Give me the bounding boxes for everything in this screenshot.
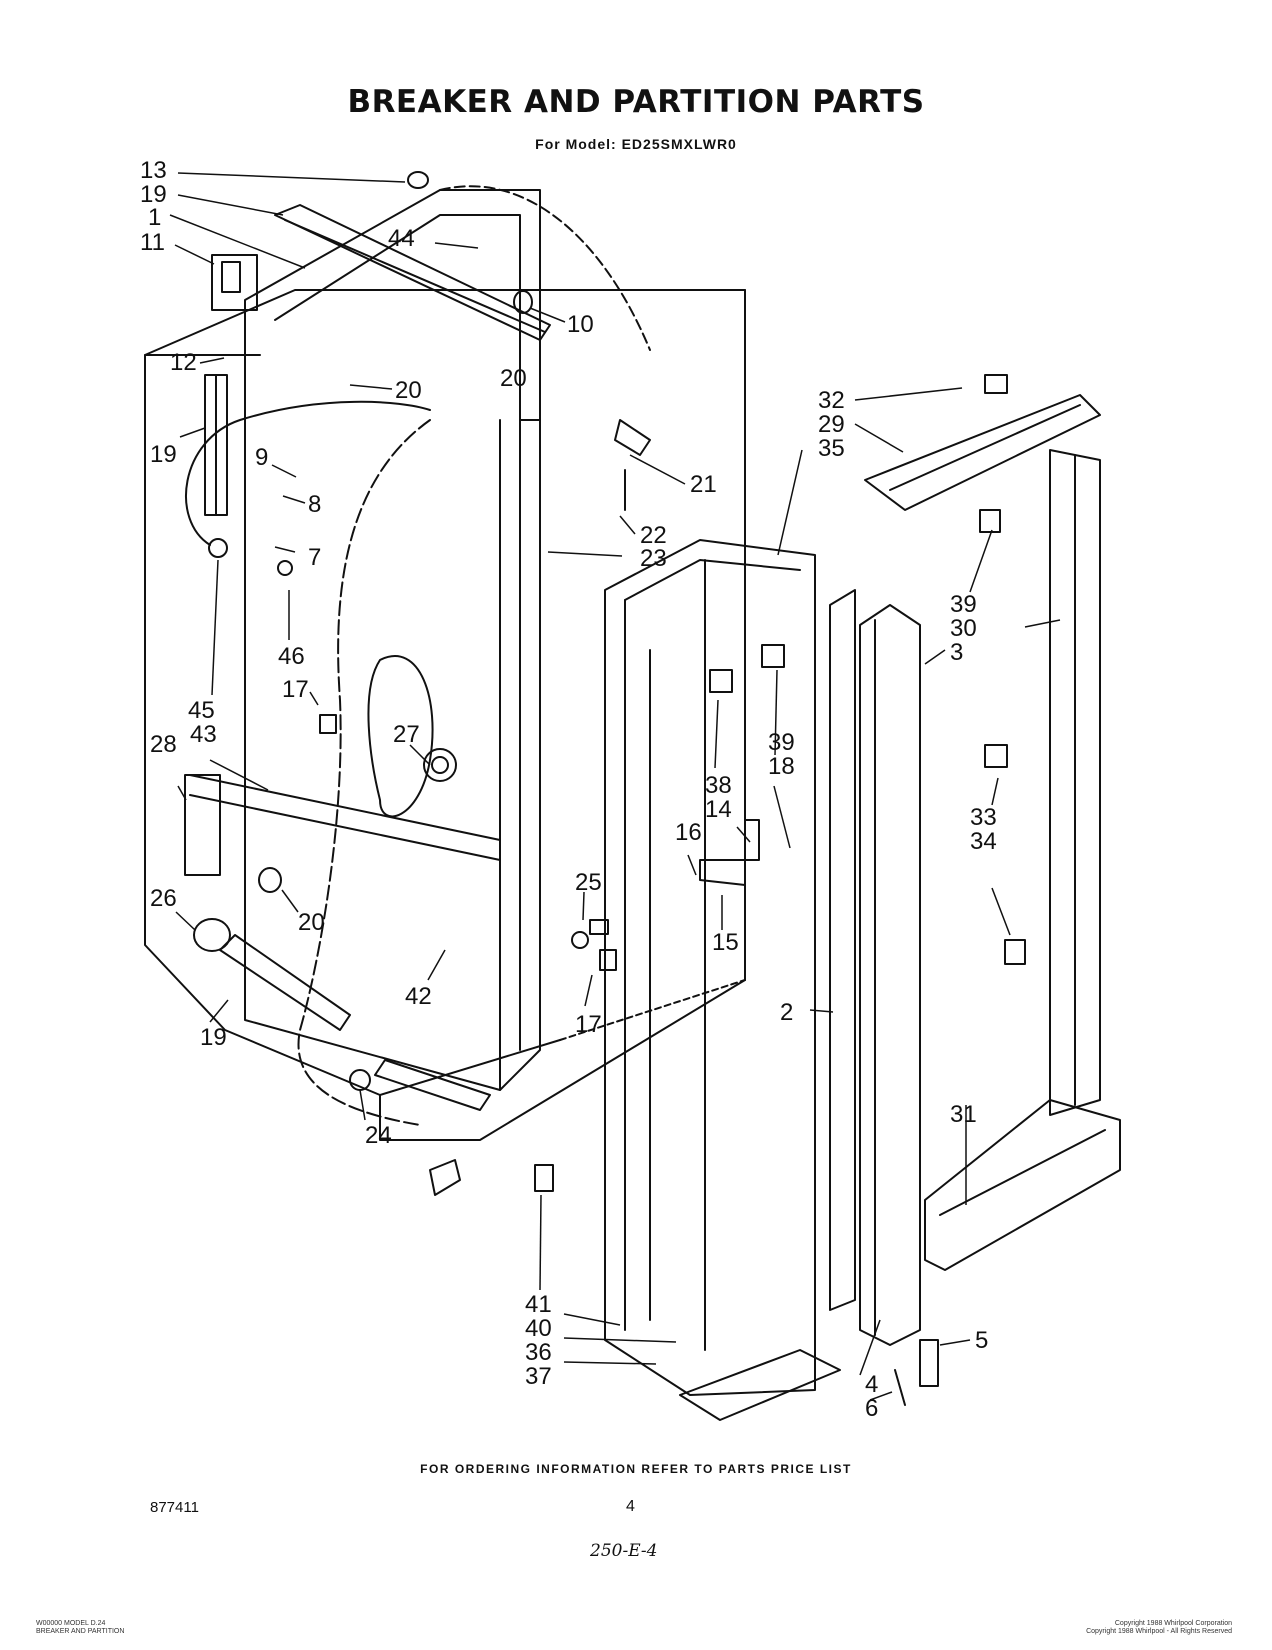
page-number: 4 bbox=[626, 1498, 635, 1515]
callout-8: 8 bbox=[308, 491, 321, 518]
callout-43: 43 bbox=[190, 721, 217, 748]
callout-46: 46 bbox=[278, 643, 305, 670]
callout-19-left: 19 bbox=[150, 441, 177, 468]
callout-28: 28 bbox=[150, 731, 177, 758]
callout-42: 42 bbox=[405, 983, 432, 1010]
callout-29: 29 bbox=[818, 411, 845, 438]
callout-7: 7 bbox=[308, 544, 321, 571]
callout-14: 14 bbox=[705, 796, 732, 823]
mullion-divider bbox=[829, 589, 921, 1346]
callout-1: 1 bbox=[148, 204, 161, 231]
callout-18: 18 bbox=[768, 753, 795, 780]
callout-40: 40 bbox=[525, 1315, 552, 1342]
callout-26: 26 bbox=[150, 885, 177, 912]
callout-16: 16 bbox=[675, 819, 702, 846]
callout-20-b: 20 bbox=[500, 365, 527, 392]
small-left-line-2: BREAKER AND PARTITION bbox=[36, 1628, 125, 1635]
handwritten-note: 250-E-4 bbox=[590, 1541, 658, 1561]
top-trim-strip bbox=[274, 204, 551, 341]
callout-19-top: 19 bbox=[140, 181, 167, 208]
callout-23: 23 bbox=[640, 545, 667, 572]
callout-15: 15 bbox=[712, 929, 739, 956]
wiring-harness bbox=[185, 185, 651, 1126]
callout-20-a: 20 bbox=[395, 377, 422, 404]
callout-labels: 13 19 1 11 44 10 12 20 20 19 9 8 7 46 17… bbox=[140, 157, 997, 1422]
callout-31: 31 bbox=[950, 1101, 977, 1128]
cabinet-outline bbox=[144, 289, 746, 1141]
callout-39-mid: 39 bbox=[768, 729, 795, 756]
model-subtitle: For Model: ED25SMXLWR0 bbox=[535, 136, 737, 152]
callout-41: 41 bbox=[525, 1291, 552, 1318]
page-title: BREAKER AND PARTITION PARTS bbox=[347, 84, 925, 120]
callout-33: 33 bbox=[970, 804, 997, 831]
callout-4: 4 bbox=[865, 1371, 878, 1398]
callout-34: 34 bbox=[970, 828, 997, 855]
small-print-right: Copyright 1988 Whirlpool Corporation Cop… bbox=[1086, 1620, 1232, 1636]
callout-12: 12 bbox=[170, 349, 197, 376]
small-print-left: W00000 MODEL D.24 BREAKER AND PARTITION bbox=[36, 1620, 124, 1636]
callout-30: 30 bbox=[950, 615, 977, 642]
small-right-line-1: Copyright 1988 Whirlpool Corporation bbox=[1114, 1620, 1232, 1627]
callout-25: 25 bbox=[575, 869, 602, 896]
leader-lines bbox=[169, 172, 1061, 1401]
right-breaker-frame bbox=[864, 394, 1121, 1271]
callout-39-right: 39 bbox=[950, 591, 977, 618]
control-box bbox=[211, 254, 258, 311]
callout-24: 24 bbox=[365, 1122, 392, 1149]
callout-36: 36 bbox=[525, 1339, 552, 1366]
callout-20-c: 20 bbox=[298, 909, 325, 936]
left-trim-strip bbox=[204, 374, 228, 516]
callout-17-right: 17 bbox=[575, 1011, 602, 1038]
callout-3: 3 bbox=[950, 639, 963, 666]
small-right-line-2: Copyright 1988 Whirlpool - All Rights Re… bbox=[1086, 1628, 1232, 1635]
part-number: 877411 bbox=[150, 1499, 199, 1516]
callout-19-bottom: 19 bbox=[200, 1024, 227, 1051]
callout-35: 35 bbox=[818, 435, 845, 462]
callout-44: 44 bbox=[388, 225, 415, 252]
callout-11: 11 bbox=[140, 229, 165, 256]
callout-5: 5 bbox=[975, 1327, 988, 1354]
callout-32: 32 bbox=[818, 387, 845, 414]
callout-21: 21 bbox=[690, 471, 717, 498]
callout-2: 2 bbox=[780, 999, 793, 1026]
callout-45: 45 bbox=[188, 697, 215, 724]
callout-13: 13 bbox=[140, 157, 167, 184]
callout-9: 9 bbox=[255, 444, 268, 471]
callout-27: 27 bbox=[393, 721, 420, 748]
small-left-line-1: W00000 MODEL D.24 bbox=[36, 1620, 106, 1627]
callout-38: 38 bbox=[705, 772, 732, 799]
callout-6: 6 bbox=[865, 1395, 878, 1422]
callout-10: 10 bbox=[567, 311, 594, 338]
callout-22: 22 bbox=[640, 522, 667, 549]
ordering-footer: FOR ORDERING INFORMATION REFER TO PARTS … bbox=[420, 1462, 852, 1476]
breaker-frame bbox=[189, 189, 541, 1111]
callout-17-left: 17 bbox=[282, 676, 309, 703]
callout-37: 37 bbox=[525, 1363, 552, 1390]
partition-frame bbox=[604, 539, 841, 1421]
